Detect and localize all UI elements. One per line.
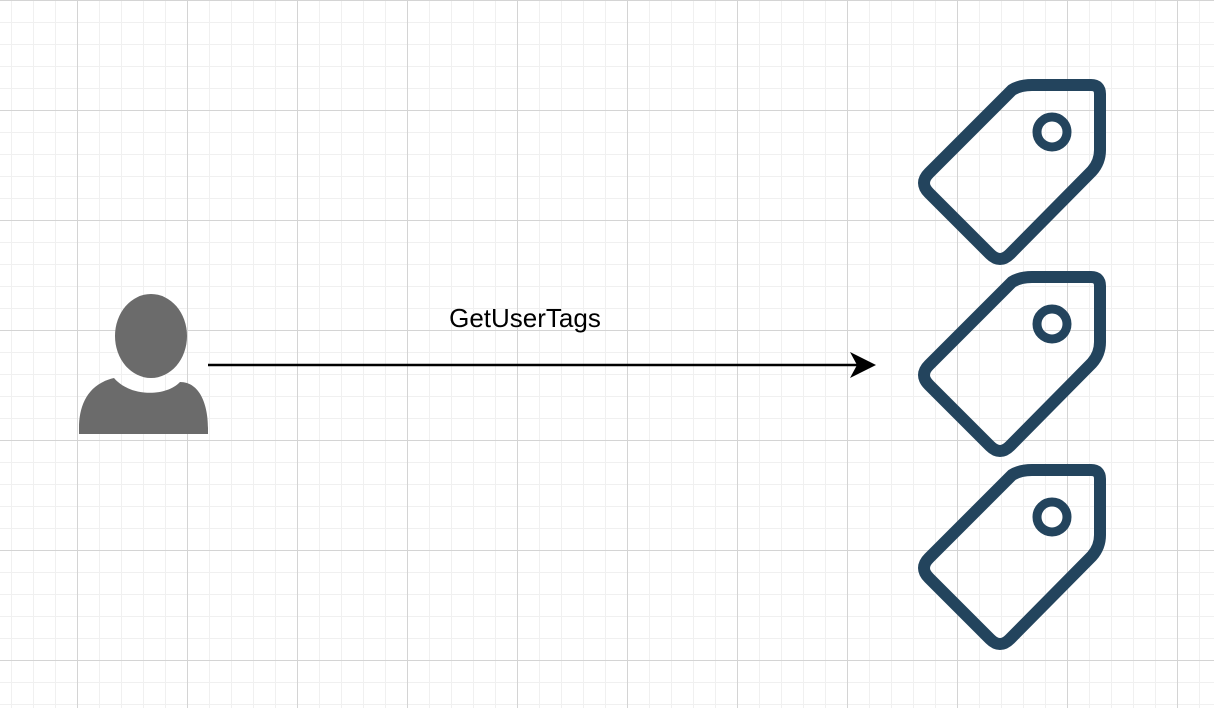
tag-hole bbox=[1032, 497, 1072, 537]
tag-icon[interactable] bbox=[918, 464, 1106, 650]
tag-outline bbox=[918, 464, 1106, 650]
tag-outline bbox=[918, 271, 1106, 457]
user-icon[interactable] bbox=[79, 294, 208, 434]
user-head bbox=[115, 294, 187, 378]
get-user-tags-arrow[interactable] bbox=[208, 352, 876, 378]
tag-icon[interactable] bbox=[918, 79, 1106, 265]
arrowhead-icon bbox=[850, 352, 876, 378]
edge-label-get-user-tags[interactable]: GetUserTags bbox=[449, 303, 601, 333]
tag-hole bbox=[1032, 304, 1072, 344]
tag-icon[interactable] bbox=[918, 271, 1106, 457]
user-body bbox=[79, 378, 208, 434]
tag-outline bbox=[918, 79, 1106, 265]
tag-hole bbox=[1032, 112, 1072, 152]
